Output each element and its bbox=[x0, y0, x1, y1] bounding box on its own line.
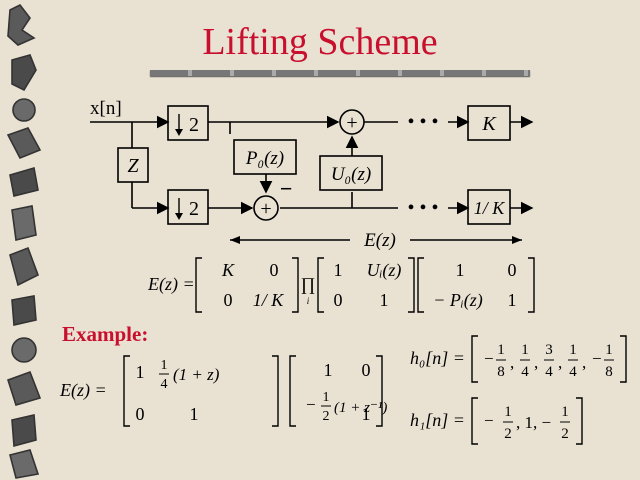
m2-a21: 0 bbox=[334, 290, 343, 310]
m3-a22: 1 bbox=[508, 290, 517, 310]
h1-neg-a: − bbox=[484, 411, 494, 430]
h0-denominator: 4 bbox=[545, 364, 553, 380]
gain-top-block bbox=[467, 105, 511, 141]
h0-denominator: 8 bbox=[497, 364, 505, 380]
update-label: U₀(z) bbox=[331, 164, 371, 185]
h0-numerator: 1 bbox=[521, 342, 529, 358]
em2-minus: − bbox=[306, 395, 316, 414]
downsample-top-block bbox=[167, 105, 209, 141]
downsample-bottom-label: 2 bbox=[189, 198, 199, 220]
input-label: x[n] bbox=[90, 98, 122, 119]
gain-bottom-block bbox=[467, 189, 511, 225]
em1-a11: 1 bbox=[136, 362, 145, 382]
delay-label: Z bbox=[127, 155, 139, 177]
em2-a22: 1 bbox=[362, 404, 371, 424]
delay-block bbox=[117, 147, 149, 183]
h1-equation: h₁[n] = − 1 2 , 1, − 1 2 bbox=[410, 397, 583, 445]
em1-num: 1 bbox=[161, 358, 168, 373]
em1-term: (1 + z) bbox=[173, 365, 220, 384]
example-equation: E(z) = 1 1 4 (1 + z) 0 1 1 0 − 1 2 (1 + … bbox=[59, 355, 387, 427]
h0-separator: , bbox=[582, 353, 586, 372]
h1-middle: , 1, − bbox=[516, 413, 551, 432]
factorization-lhs: E(z) = bbox=[147, 274, 195, 295]
title-underline bbox=[150, 70, 530, 76]
m1-a12: 0 bbox=[270, 260, 279, 280]
h0-denominator: 4 bbox=[521, 364, 529, 380]
lifting-block-diagram: x[n] Z 2 2 P₀(z) U₀(z) + + − • • • • • •… bbox=[90, 98, 534, 250]
ellipsis-top: • • • bbox=[407, 111, 438, 133]
m2-a22: 1 bbox=[380, 290, 389, 310]
h0-numerator: 3 bbox=[545, 342, 553, 358]
update-block bbox=[319, 155, 383, 191]
product-index: i bbox=[307, 296, 310, 306]
adder-bottom-sign: + bbox=[260, 198, 271, 220]
h0-equation: h₀[n] = −18,14,34,14,−18 bbox=[410, 335, 627, 383]
h0-numerator: 1 bbox=[497, 342, 505, 358]
span-label: E(z) bbox=[363, 230, 396, 250]
m1-a21: 0 bbox=[224, 290, 233, 310]
em2-a12: 0 bbox=[362, 360, 371, 380]
h0-denominator: 4 bbox=[569, 364, 577, 380]
m3-a21: − Pᵢ(z) bbox=[433, 290, 482, 311]
h0-separator: , bbox=[534, 353, 538, 372]
m1-a22: 1/ K bbox=[253, 290, 285, 310]
h1-num-a: 1 bbox=[504, 404, 512, 420]
em1-a21: 0 bbox=[136, 404, 145, 424]
product-symbol: ∏ bbox=[301, 274, 316, 294]
adder-bottom bbox=[253, 195, 279, 221]
h1-num-b: 1 bbox=[561, 404, 569, 420]
h0-numerator: 1 bbox=[605, 342, 613, 358]
downsample-top-label: 2 bbox=[189, 114, 199, 136]
h1-label: h₁[n] = bbox=[410, 410, 465, 430]
m2-a11: 1 bbox=[334, 260, 343, 280]
minus-sign: − bbox=[280, 176, 293, 201]
h0-denominator: 8 bbox=[605, 364, 613, 380]
slide-title: Lifting Scheme bbox=[202, 21, 438, 63]
decorative-sidebar bbox=[6, 3, 42, 479]
m1-a11: K bbox=[221, 260, 235, 280]
predict-block bbox=[233, 139, 297, 175]
example-lhs: E(z) = bbox=[59, 380, 107, 401]
m3-a12: 0 bbox=[508, 260, 517, 280]
downsample-bottom-block bbox=[167, 189, 209, 225]
ornament-glyphs bbox=[6, 3, 42, 479]
factorization-equation: E(z) = K 0 0 1/ K ∏ i 1 Uᵢ(z) 0 1 1 0 − … bbox=[147, 257, 535, 313]
em1-den: 4 bbox=[161, 377, 168, 392]
h0-separator: , bbox=[510, 353, 514, 372]
h0-separator: , bbox=[558, 353, 562, 372]
m2-a12: Uᵢ(z) bbox=[367, 260, 402, 281]
adder-top bbox=[339, 109, 365, 135]
h0-label: h₀[n] = bbox=[410, 348, 465, 368]
em2-term: (1 + z⁻¹) bbox=[334, 400, 387, 416]
gain-top-label: K bbox=[481, 113, 497, 135]
h0-sign: − bbox=[484, 349, 494, 368]
h0-entries: −18,14,34,14,−18 bbox=[484, 342, 614, 380]
h1-den-b: 2 bbox=[561, 426, 569, 442]
adder-top-sign: + bbox=[346, 112, 357, 134]
h0-sign: − bbox=[592, 349, 602, 368]
em1-a22: 1 bbox=[190, 404, 199, 424]
example-label: Example: bbox=[62, 322, 149, 346]
h0-numerator: 1 bbox=[569, 342, 577, 358]
gain-bottom-label: 1/ K bbox=[474, 198, 506, 218]
predict-label: P₀(z) bbox=[245, 148, 284, 169]
em2-num: 1 bbox=[323, 390, 330, 405]
m3-a11: 1 bbox=[456, 260, 465, 280]
em2-a11: 1 bbox=[324, 360, 333, 380]
em2-den: 2 bbox=[323, 409, 330, 424]
ellipsis-bottom: • • • bbox=[407, 197, 438, 219]
h1-den-a: 2 bbox=[504, 426, 512, 442]
